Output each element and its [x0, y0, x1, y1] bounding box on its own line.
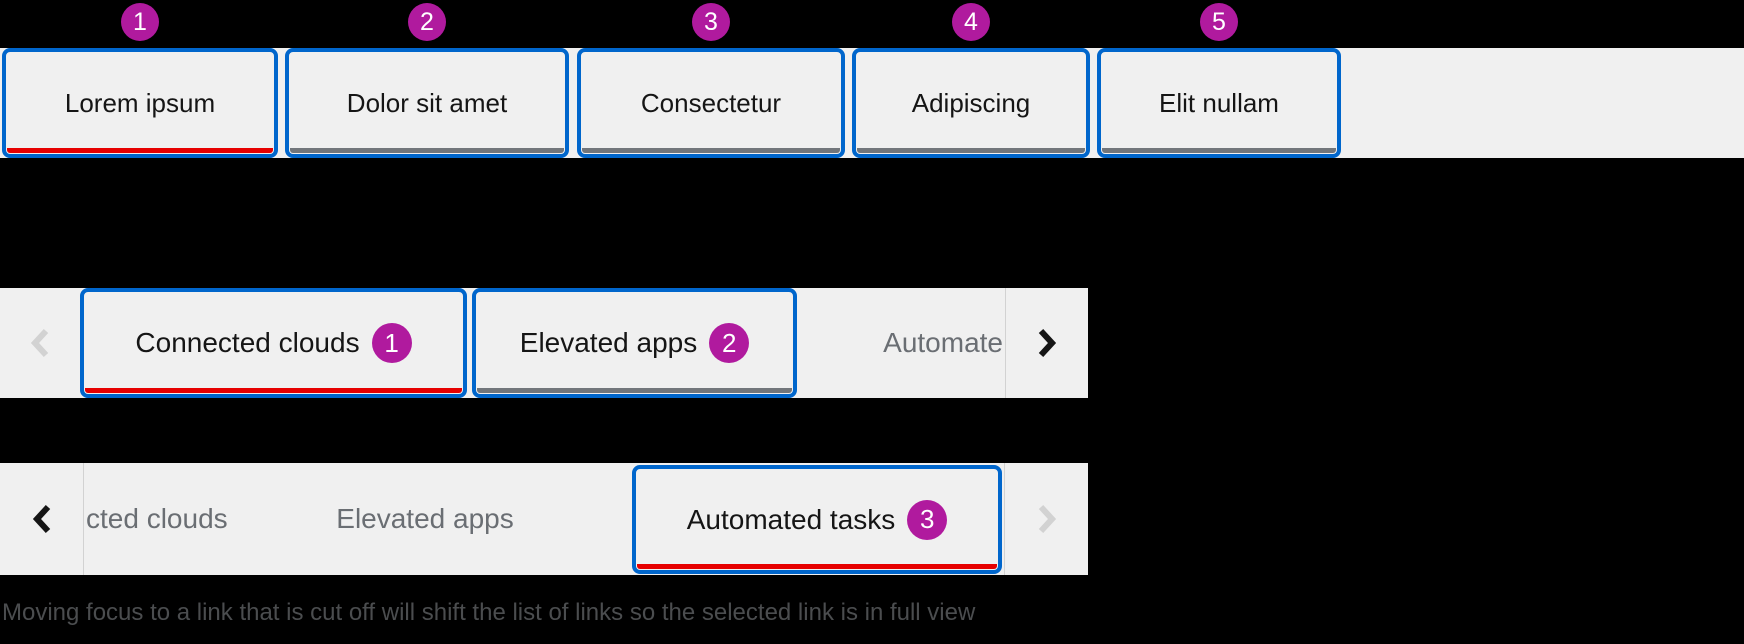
selected-underline: [637, 564, 997, 569]
angle-left-icon: [32, 504, 51, 534]
tab-label: cted clouds: [86, 503, 228, 534]
annotation-badge-3: 3: [907, 499, 948, 540]
tab-connected-clouds-cut-off[interactable]: cted clouds: [84, 463, 296, 575]
tab-underline: [477, 388, 792, 393]
annotation-badge-1: 1: [121, 3, 159, 41]
scroll-left-button[interactable]: [0, 463, 83, 575]
tab-underline: [290, 148, 564, 153]
tab-label: Automate: [883, 327, 1003, 358]
annotation-badge-2: 2: [709, 323, 750, 363]
tab-label: Elevated apps: [519, 327, 698, 358]
angle-left-icon: [31, 328, 49, 358]
scroll-left-button: [0, 288, 80, 398]
tab-label: Adipiscing: [911, 87, 1031, 118]
tab-underline: [582, 148, 840, 153]
tab-label: Consectetur: [640, 87, 782, 118]
selected-underline: [7, 148, 273, 153]
scroll-button-divider: [83, 463, 84, 575]
tab-automated-tasks[interactable]: Automated tasks 3: [632, 465, 1002, 574]
scroll-button-divider: [1005, 288, 1006, 398]
overflow-tab-bar-2: cted clouds Elevated apps Automated task…: [0, 463, 1088, 575]
angle-right-icon: [1038, 328, 1056, 358]
tab-elit-nullam[interactable]: Elit nullam: [1097, 48, 1341, 158]
tab-lorem-ipsum[interactable]: Lorem ipsum: [2, 48, 278, 158]
tab-label: Dolor sit amet: [346, 87, 508, 118]
scroll-right-button: [1005, 463, 1088, 575]
scroll-button-divider: [1004, 463, 1005, 575]
tab-underline: [1102, 148, 1336, 153]
annotation-badge-5: 5: [1200, 3, 1238, 41]
tab-adipiscing[interactable]: Adipiscing: [852, 48, 1090, 158]
annotation-badge-3: 3: [692, 3, 730, 41]
tab-underline: [857, 148, 1085, 153]
tab-dolor-sit-amet[interactable]: Dolor sit amet: [285, 48, 569, 158]
tab-bar-top: Lorem ipsum Dolor sit amet Consectetur A…: [0, 48, 1744, 158]
angle-right-icon: [1038, 504, 1056, 534]
tab-label: Elit nullam: [1159, 87, 1279, 118]
overflow-tab-bar-1: Connected clouds 1 Elevated apps 2 Autom…: [0, 288, 1088, 398]
tab-connected-clouds[interactable]: Connected clouds 1: [80, 288, 467, 398]
tab-label: Connected clouds: [135, 327, 360, 358]
tab-elevated-apps[interactable]: Elevated apps 2: [472, 288, 797, 398]
annotation-badge-2: 2: [408, 3, 446, 41]
tab-elevated-apps[interactable]: Elevated apps: [260, 463, 590, 575]
tab-label: Lorem ipsum: [64, 87, 216, 118]
annotation-badge-4: 4: [952, 3, 990, 41]
tab-label: Elevated apps: [336, 503, 514, 534]
selected-underline: [85, 388, 462, 393]
tab-consectetur[interactable]: Consectetur: [577, 48, 845, 158]
scroll-right-button[interactable]: [1006, 288, 1088, 398]
tab-label: Automated tasks: [686, 503, 896, 535]
tab-automated-tasks-cut-off[interactable]: Automate: [800, 288, 1005, 398]
figure-caption: Moving focus to a link that is cut off w…: [2, 599, 976, 626]
annotation-badge-1: 1: [371, 323, 412, 363]
